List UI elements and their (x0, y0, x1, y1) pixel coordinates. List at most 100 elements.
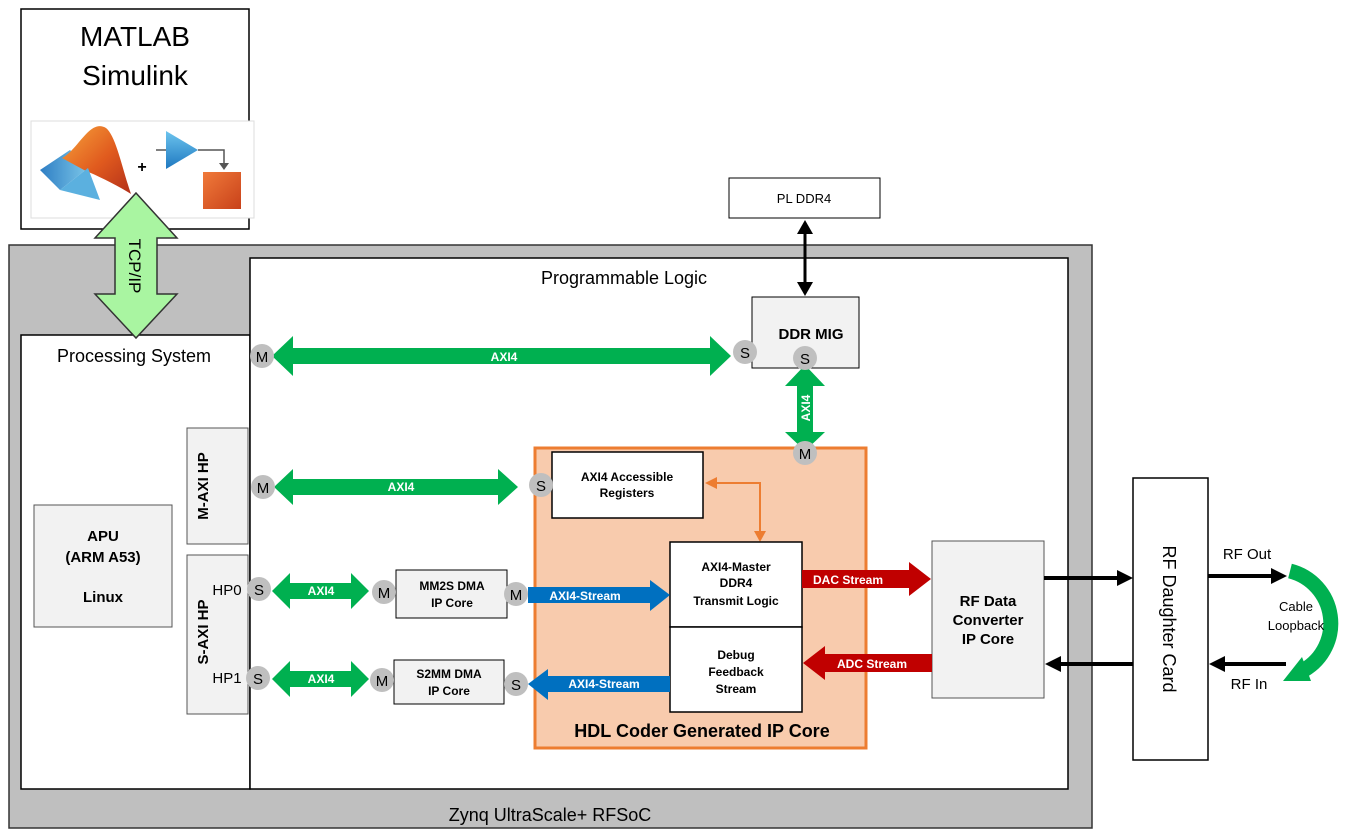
cable-loopback-arrow (1283, 563, 1339, 681)
axi4-hp1-to-s2mm-arrow (272, 661, 369, 697)
processing-system-label: Processing System (57, 346, 211, 366)
port-ipcore-master-top: M (793, 441, 817, 465)
port-ddr-mig-slave-bottom: S (793, 346, 817, 370)
axi4-hp1-to-s2mm-label: AXI4 (308, 672, 335, 686)
axi4-stream-s2mm-label: AXI4-Stream (568, 677, 639, 691)
port-mm2s-master-left: M (372, 580, 396, 604)
transmit-logic-label-3: Transmit Logic (693, 594, 779, 608)
s-axi-hp-label: S-AXI HP (195, 599, 212, 664)
port-maxi-master: M (251, 475, 275, 499)
simulink-icon (156, 131, 241, 209)
hp1-label: HP1 (212, 670, 241, 687)
svg-text:S: S (740, 345, 750, 362)
s2mm-dma-box (393, 659, 505, 705)
m-axi-hp-box (186, 427, 249, 545)
s2mm-dma-label-1: S2MM DMA (416, 667, 482, 681)
debug-feedback-label-2: Feedback (708, 665, 764, 679)
axi4-maxi-to-registers-label: AXI4 (388, 480, 415, 494)
hp0-label: HP0 (212, 582, 241, 599)
rf-in-arrow (1209, 656, 1286, 672)
simulink-label: Simulink (82, 60, 189, 91)
axi4-ps-to-ddr-label: AXI4 (491, 350, 518, 364)
converter-to-card-arrow (1044, 570, 1133, 586)
matlab-label: MATLAB (80, 21, 190, 52)
axi4-hp0-to-mm2s-label: AXI4 (308, 584, 335, 598)
rf-data-converter-label-2: Converter (953, 612, 1024, 629)
mm2s-dma-box (395, 569, 508, 619)
ddr-mig-label: DDR MIG (779, 326, 844, 343)
port-registers-slave: S (529, 473, 553, 497)
tcp-ip-label: TCP/IP (125, 239, 144, 294)
port-s2mm-slave: S (504, 672, 528, 696)
zynq-chip-label: Zynq UltraScale+ RFSoC (449, 805, 652, 825)
axi4-stream-mm2s-label: AXI4-Stream (549, 589, 620, 603)
svg-text:M: M (257, 480, 270, 497)
programmable-logic-label: Programmable Logic (541, 268, 707, 288)
axi4-ps-to-ddr-arrow (272, 336, 731, 376)
matlab-peaks-icon (40, 126, 131, 200)
axi4-stream-mm2s-arrow (528, 580, 670, 611)
registers-control-connector (705, 477, 766, 542)
m-axi-hp-label: M-AXI HP (195, 452, 212, 520)
axi4-mig-to-ipcore-label: AXI4 (799, 394, 813, 421)
cable-loopback-label-2: Loopback (1268, 618, 1325, 633)
svg-text:S: S (254, 582, 264, 599)
rf-daughter-card-box (1132, 477, 1209, 761)
port-ps-top-master: M (250, 344, 274, 368)
debug-feedback-box (669, 626, 803, 713)
transmit-logic-box (669, 541, 803, 628)
svg-text:M: M (799, 446, 812, 463)
tcp-ip-arrow (93, 191, 179, 340)
debug-feedback-label-1: Debug (717, 648, 754, 662)
svg-text:M: M (256, 349, 269, 366)
svg-text:S: S (536, 478, 546, 495)
adc-stream-arrow (803, 646, 932, 680)
ddr4-mig-arrow (797, 220, 813, 296)
rf-daughter-card-label: RF Daughter Card (1159, 545, 1179, 692)
adc-stream-label: ADC Stream (837, 657, 907, 671)
apu-arm-label: (ARM A53) (65, 549, 140, 566)
svg-text:S: S (253, 671, 263, 688)
dac-stream-arrow (802, 562, 931, 596)
pl-ddr4-label: PL DDR4 (777, 191, 831, 206)
svg-text:M: M (510, 587, 523, 604)
axi4-stream-s2mm-arrow (528, 669, 670, 700)
rf-data-converter-box (931, 540, 1045, 699)
apu-label: APU (87, 528, 119, 545)
s2mm-dma-label-2: IP Core (428, 684, 470, 698)
dac-stream-label: DAC Stream (813, 573, 883, 587)
port-s2mm-master: M (370, 668, 394, 692)
rf-in-label: RF In (1231, 676, 1268, 693)
svg-text:M: M (378, 585, 391, 602)
hdl-ip-core-label: HDL Coder Generated IP Core (574, 721, 829, 741)
s-axi-hp-box (186, 554, 249, 715)
apu-linux-label: Linux (83, 589, 124, 606)
plus-sign: + (137, 159, 146, 176)
rf-data-converter-label-3: IP Core (962, 631, 1014, 648)
port-hp0-slave: S (247, 577, 271, 601)
axi4-maxi-to-registers-arrow (274, 469, 518, 505)
transmit-logic-label-2: DDR4 (720, 576, 753, 590)
port-hp1-slave: S (246, 666, 270, 690)
transmit-logic-label-1: AXI4-Master (701, 560, 771, 574)
axi4-registers-box (551, 451, 704, 519)
axi4-registers-label: AXI4 Accessible (581, 470, 674, 484)
cable-loopback-label-1: Cable (1279, 599, 1313, 614)
port-ddr-mig-slave-left: S (733, 340, 757, 364)
apu-box (33, 504, 173, 628)
debug-feedback-label-3: Stream (716, 682, 757, 696)
card-to-converter-arrow (1045, 656, 1133, 672)
mm2s-dma-label-1: MM2S DMA (419, 579, 485, 593)
rf-data-converter-label-1: RF Data (960, 593, 1017, 610)
svg-text:S: S (800, 351, 810, 368)
rf-out-label: RF Out (1223, 546, 1272, 563)
pl-ddr4-box (728, 177, 881, 219)
mm2s-dma-label-2: IP Core (431, 596, 473, 610)
axi4-hp0-to-mm2s-arrow (272, 573, 369, 609)
rf-out-arrow (1208, 568, 1287, 584)
axi4-registers-label-2: Registers (600, 486, 655, 500)
svg-text:S: S (511, 677, 521, 694)
port-mm2s-master-right: M (504, 582, 528, 606)
svg-text:M: M (376, 673, 389, 690)
